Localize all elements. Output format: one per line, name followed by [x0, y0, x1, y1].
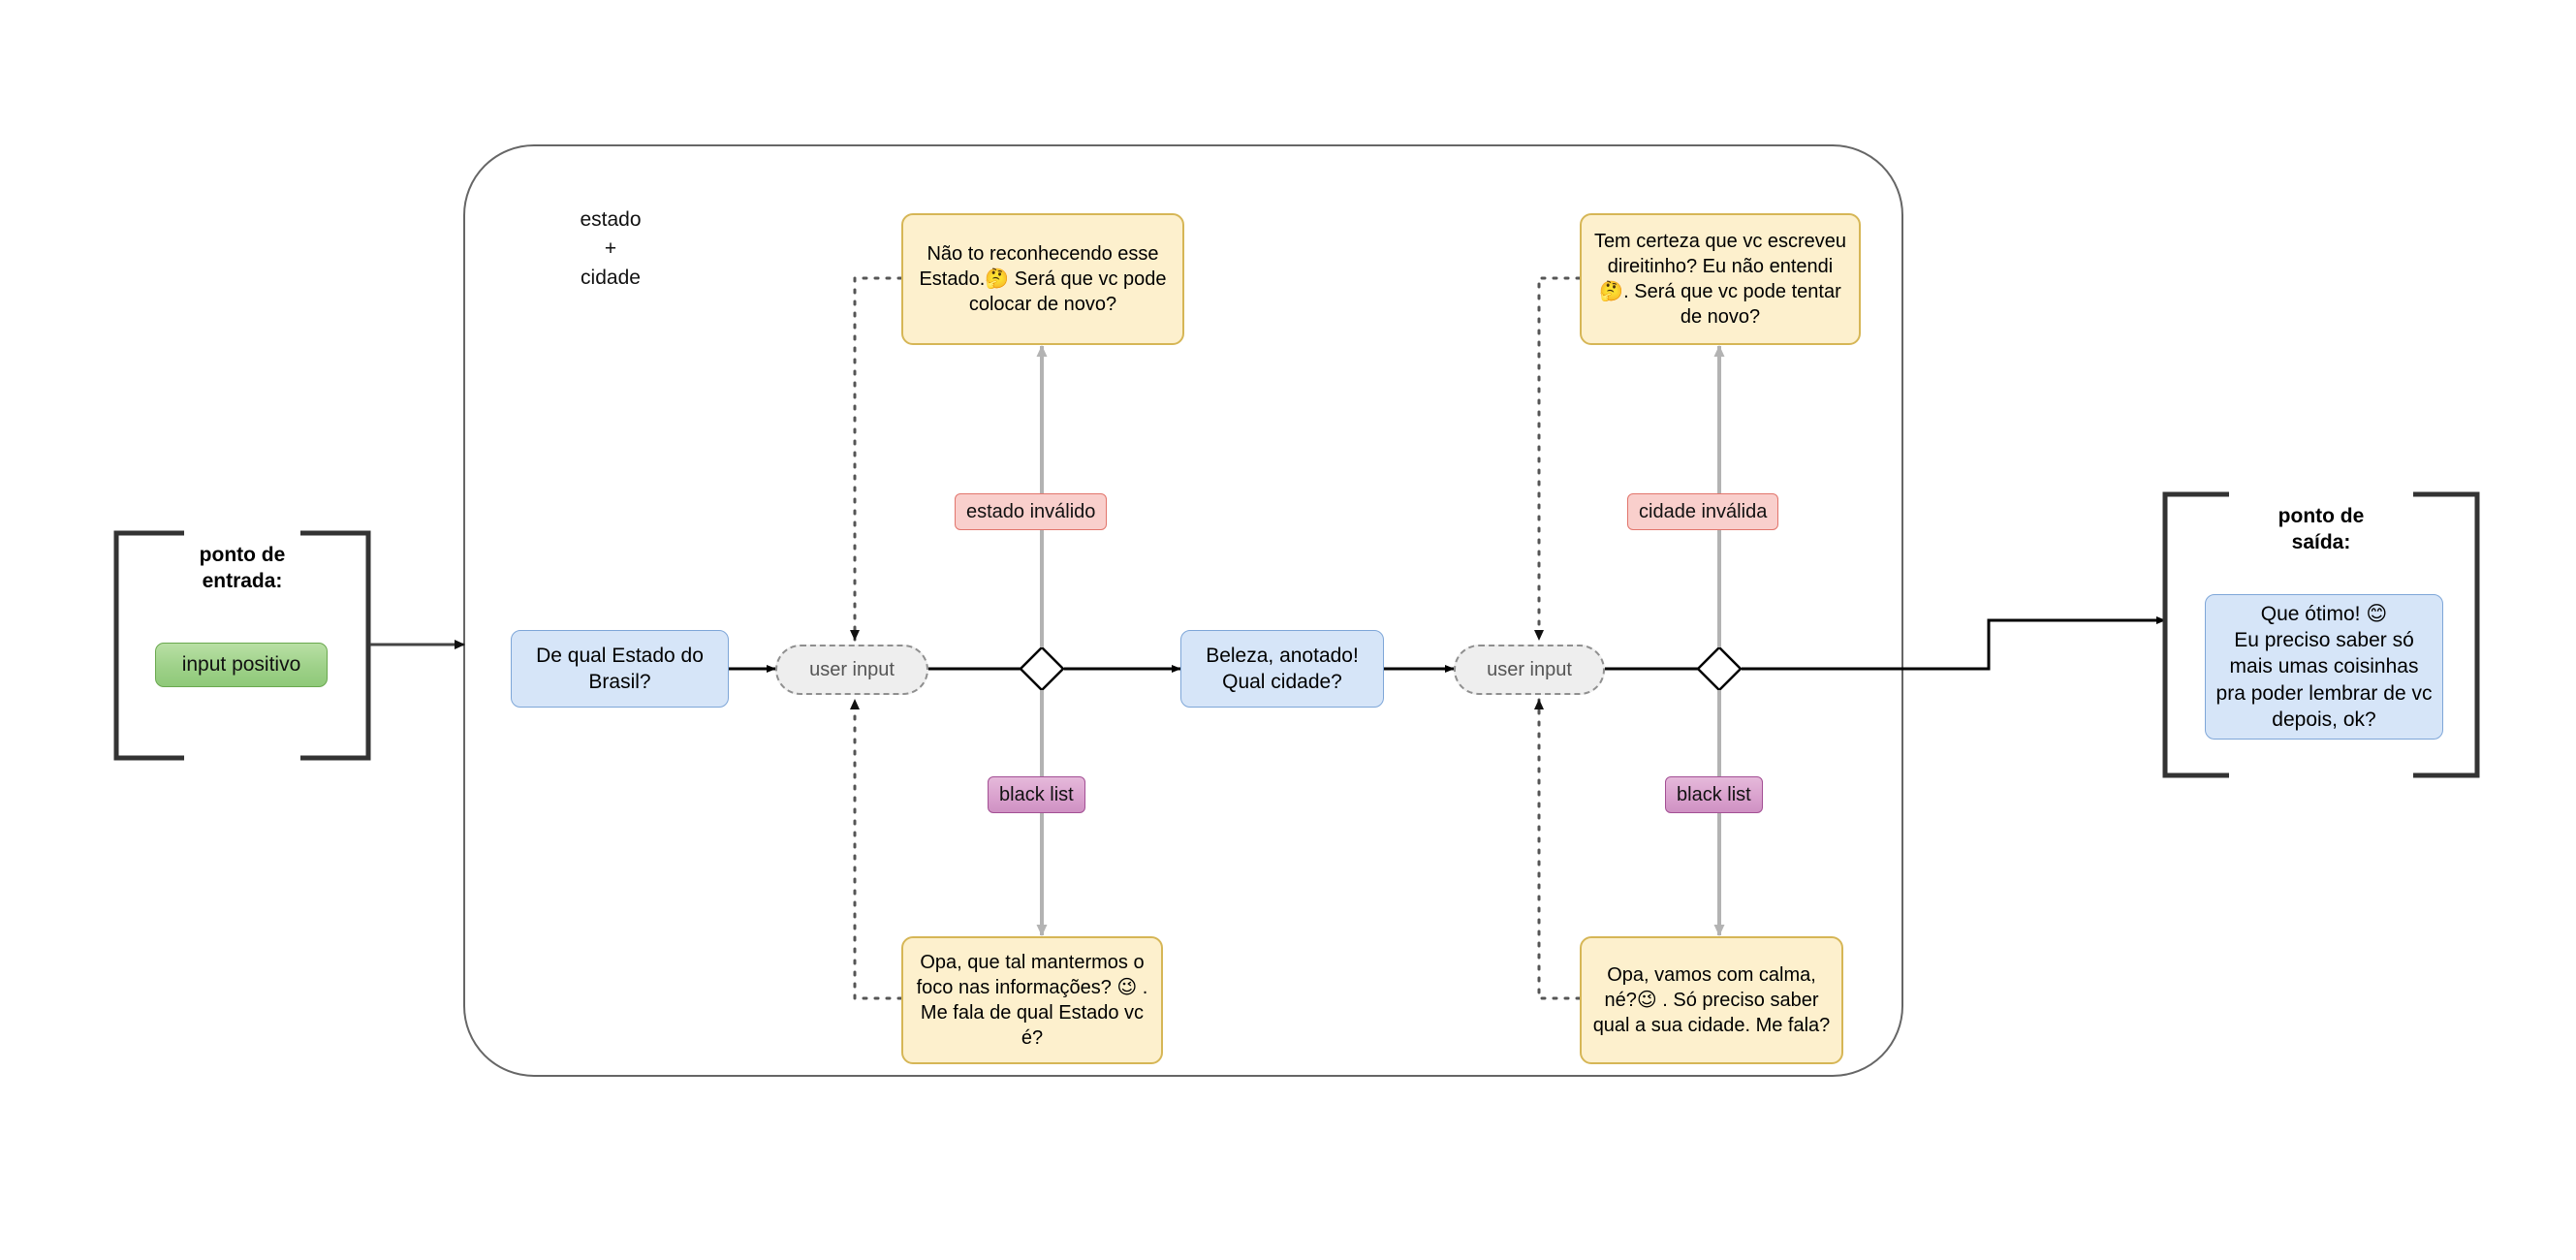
entry-node-input-positivo[interactable]: input positivo: [155, 643, 328, 687]
loop-city-invalid-to-input2: [1534, 276, 1582, 642]
edge-diamond2-to-exit: [1742, 616, 2166, 671]
entry-title-line1: ponto de: [199, 544, 286, 566]
exit-title-line2: saída:: [2291, 530, 2351, 553]
decision-diamond-city: [1696, 646, 1743, 692]
group-label-line3: cidade: [581, 266, 641, 289]
node-user-input-2[interactable]: user input: [1454, 645, 1605, 695]
exit-node-message-text: Que ótimo! 😊 Eu preciso saber só mais um…: [2215, 602, 2433, 731]
note-estado-invalido: Não to reconhecendo esse Estado.🤔 Será q…: [901, 213, 1184, 345]
note-black-list-state-text: Opa, que tal mantermos o foco nas inform…: [916, 952, 1148, 1049]
entry-point-title: ponto de entrada:: [116, 543, 368, 601]
loop-state-invalid-to-input1: [850, 276, 903, 642]
node-ask-state[interactable]: De qual Estado do Brasil?: [511, 630, 729, 708]
badge-black-list-state: black list: [988, 776, 1085, 813]
note-black-list-city: Opa, vamos com calma, né?😉 . Só preciso …: [1580, 936, 1843, 1064]
badge-black-list-city: black list: [1665, 776, 1763, 813]
node-confirm-state-label: Beleza, anotado! Qual cidade?: [1206, 644, 1359, 693]
group-label: estado + cidade: [528, 205, 693, 292]
node-user-input-1[interactable]: user input: [775, 645, 928, 695]
note-black-list-city-text: Opa, vamos com calma, né?😉 . Só preciso …: [1592, 964, 1831, 1036]
badge-black-list-city-label: black list: [1677, 783, 1751, 805]
badge-estado-invalido-label: estado inválido: [966, 500, 1096, 522]
note-cidade-invalida-text: Tem certeza que vc escreveu direitinho? …: [1593, 231, 1847, 328]
group-label-line1: estado: [580, 208, 642, 231]
loop-city-blacklist-to-input2: [1534, 698, 1582, 1000]
entry-node-label: input positivo: [181, 653, 301, 676]
entry-title-line2: entrada:: [202, 569, 283, 592]
node-user-input-1-label: user input: [809, 658, 895, 680]
node-user-input-2-label: user input: [1487, 658, 1572, 680]
group-label-line2: +: [604, 236, 617, 260]
note-cidade-invalida: Tem certeza que vc escreveu direitinho? …: [1580, 213, 1861, 345]
note-estado-invalido-text: Não to reconhecendo esse Estado.🤔 Será q…: [919, 243, 1167, 315]
badge-estado-invalido: estado inválido: [955, 493, 1108, 530]
badge-black-list-state-label: black list: [999, 783, 1074, 805]
node-ask-state-label: De qual Estado do Brasil?: [536, 644, 704, 693]
loop-state-blacklist-to-input1: [850, 698, 903, 1000]
exit-node-message[interactable]: Que ótimo! 😊 Eu preciso saber só mais um…: [2205, 594, 2443, 740]
badge-cidade-invalida: cidade inválida: [1627, 493, 1779, 530]
note-black-list-state: Opa, que tal mantermos o foco nas inform…: [901, 936, 1163, 1064]
decision-diamond-state: [1019, 646, 1065, 692]
badge-cidade-invalida-label: cidade inválida: [1639, 500, 1768, 522]
exit-point-title: ponto de saída:: [2165, 504, 2477, 566]
exit-title-line1: ponto de: [2278, 505, 2365, 527]
node-confirm-state[interactable]: Beleza, anotado! Qual cidade?: [1180, 630, 1384, 708]
